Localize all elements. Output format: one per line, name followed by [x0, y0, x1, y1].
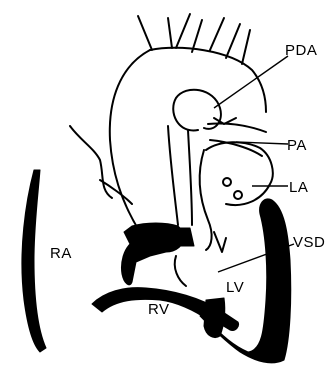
head-vessel-left [138, 14, 190, 50]
aorta-arch-top [150, 48, 266, 112]
svc-contour [70, 126, 112, 198]
descending-aorta [188, 130, 192, 225]
septal-contour [200, 150, 212, 250]
pulmonary-artery [208, 123, 266, 156]
right-atrium-wall [22, 170, 46, 352]
pulmonary-vein-1 [223, 178, 231, 186]
label-ra: RA [50, 245, 72, 262]
septal-muscle [204, 298, 225, 338]
label-pda: PDA [285, 42, 317, 59]
right-atrium-line [100, 180, 132, 204]
pulmonary-vein-2 [234, 191, 242, 199]
head-vessel-center [192, 18, 224, 52]
label-rv: RV [148, 301, 170, 318]
ascending-aorta [168, 126, 178, 225]
tricuspid-line [175, 256, 186, 286]
pda-leader [214, 56, 288, 108]
left-atrium [206, 142, 273, 205]
mitral-leaflet [214, 232, 226, 252]
label-lv: LV [226, 279, 244, 296]
label-la: LA [289, 179, 308, 196]
label-pa: PA [287, 137, 307, 154]
aorta-outer [110, 50, 150, 232]
label-vsd: VSD [293, 234, 325, 251]
